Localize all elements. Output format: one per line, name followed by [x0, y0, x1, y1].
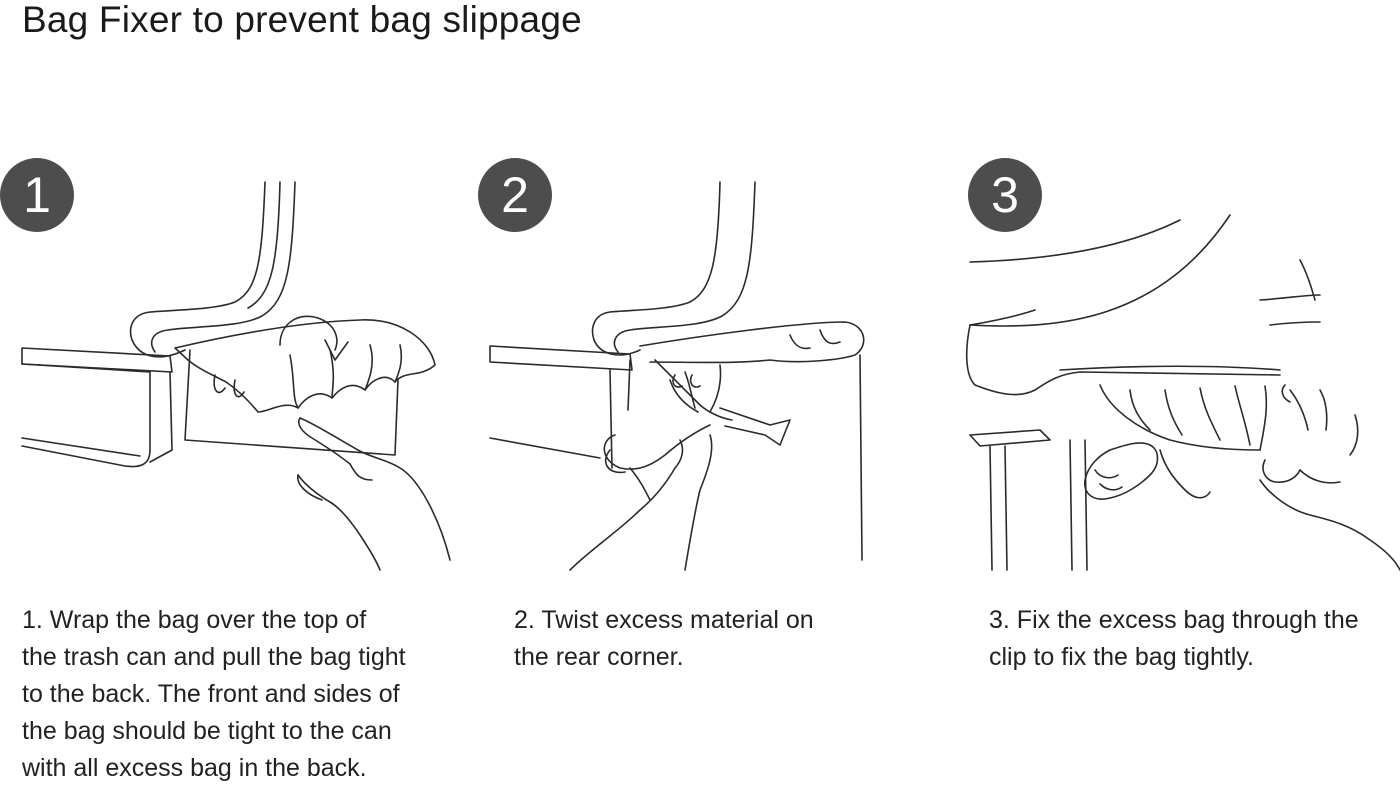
step-3: 3 [960, 150, 1400, 784]
step-1-text-line: 1. Wrap the bag over the top of [22, 606, 367, 634]
step-1-text-line: with all excess bag in the back. [22, 754, 367, 782]
step-1: 1 [0, 150, 470, 784]
step-2-illustration [470, 150, 960, 580]
step-2-number-badge: 2 [478, 158, 552, 232]
step-2-drawing [489, 181, 865, 571]
step-1-description: 1. Wrap the bag over the top of the tras… [22, 602, 406, 787]
step-1-text-line: the bag should be tight to the can [22, 717, 392, 745]
step-1-number-badge: 1 [0, 158, 74, 232]
page-title: Bag Fixer to prevent bag slippage [22, 0, 582, 40]
step-2: 2 [470, 150, 960, 784]
step-2-text-line: the rear corner. [514, 643, 684, 671]
step-1-illustration [0, 150, 470, 580]
step-3-number-badge: 3 [968, 158, 1042, 232]
step-3-illustration [960, 150, 1400, 580]
step-1-text-line: the trash can and pull the bag tight [22, 643, 406, 671]
step-2-description: 2. Twist excess material on the rear cor… [514, 602, 814, 676]
step-2-text-line: 2. Twist excess material on [514, 606, 814, 634]
step-3-description: 3. Fix the excess bag through the clip t… [989, 602, 1359, 676]
step-3-text-line: clip to fix the bag tightly. [989, 643, 1254, 671]
step-3-text-line: 3. Fix the excess bag through the [989, 606, 1359, 634]
step-1-text-line: to the back. The front and sides of [22, 680, 400, 708]
step-3-drawing [965, 214, 1400, 571]
step-1-drawing [21, 181, 451, 571]
